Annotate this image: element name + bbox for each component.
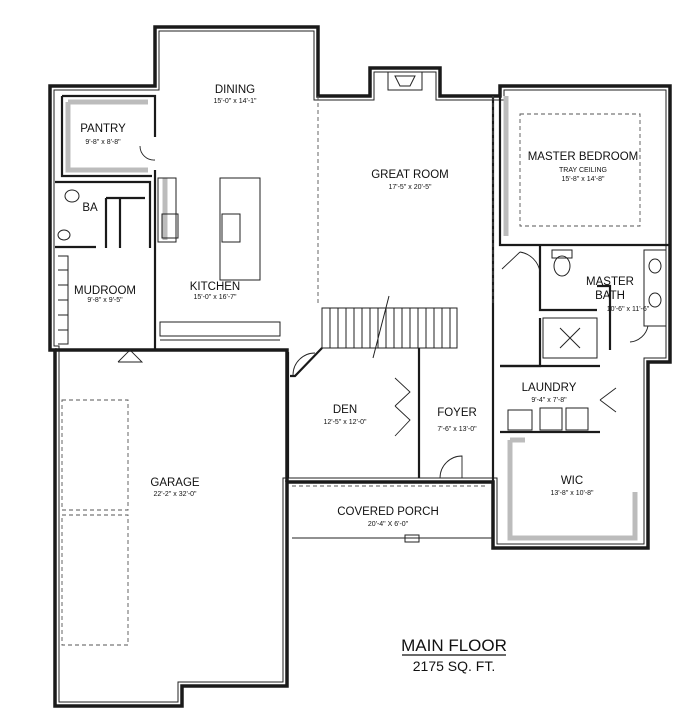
den-label: DEN <box>333 404 357 416</box>
great-room-dims: 17'-5" x 20'-5" <box>388 184 432 191</box>
pantry-dims: 9'-8" x 8'-8" <box>85 139 121 146</box>
pantry-label: PANTRY <box>80 123 126 135</box>
master-bath-label-1: MASTER <box>586 276 634 288</box>
kitchen-label: KITCHEN <box>190 281 240 293</box>
plan-area: 2175 SQ. FT. <box>413 658 495 674</box>
garage-label: GARAGE <box>150 477 200 489</box>
covered-porch-dims: 20'-4" X 6'-0" <box>368 521 409 528</box>
laundry-label: LAUNDRY <box>522 382 577 394</box>
ba-label: BA <box>82 202 98 214</box>
master-bedroom-note: TRAY CEILING <box>559 167 607 174</box>
dining-label: DINING <box>215 84 255 96</box>
mudroom-label: MUDROOM <box>74 285 136 297</box>
mudroom-dims: 9'-8" x 9'-5" <box>87 297 123 304</box>
covered-porch-label: COVERED PORCH <box>337 506 439 518</box>
wic-dims: 13'-8" x 10'-8" <box>550 490 594 497</box>
foyer-dims: 7'-6" x 13'-0" <box>437 426 477 433</box>
dining-dims: 15'-0" x 14'-1" <box>213 98 257 105</box>
wic-label: WIC <box>561 475 583 487</box>
master-bedroom-dims: 15'-8" x 14'-8" <box>561 176 605 183</box>
kitchen-dims: 15'-0" x 16'-7" <box>193 294 237 301</box>
den-dims: 12'-5" x 12'-0" <box>323 419 367 426</box>
master-bath-label-2: BATH <box>595 290 625 302</box>
plan-title-block: MAIN FLOOR 2175 SQ. FT. <box>401 636 507 674</box>
great-room-label: GREAT ROOM <box>371 169 449 181</box>
garage-dims: 22'-2" x 32'-0" <box>153 491 197 498</box>
foyer-label: FOYER <box>437 407 477 419</box>
plan-title: MAIN FLOOR <box>401 636 507 655</box>
master-bath-dims: 10'-6" x 11'-6" <box>607 306 650 313</box>
master-bedroom-label: MASTER BEDROOM <box>528 151 639 163</box>
fireplace <box>387 71 423 91</box>
interior-walls <box>55 94 670 646</box>
room-labels: DINING 15'-0" x 14'-1" PANTRY 9'-8" x 8'… <box>74 84 650 528</box>
laundry-dims: 9'-4" x 7'-8" <box>531 397 567 404</box>
